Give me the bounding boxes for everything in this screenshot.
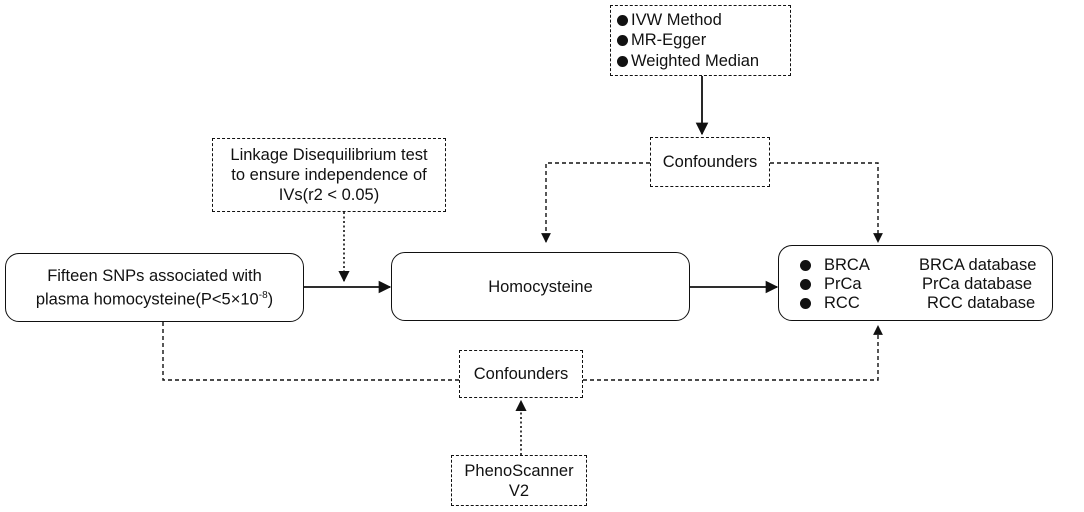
outcome-database: PrCa database bbox=[922, 275, 1033, 293]
outcome-row: PrCa PrCa database bbox=[779, 275, 1052, 295]
phenoscanner-box: PhenoScanner V2 bbox=[451, 455, 587, 506]
snps-box: Fifteen SNPs associated with plasma homo… bbox=[5, 253, 304, 322]
confounders-top-label: Confounders bbox=[662, 153, 758, 171]
method-item: MR-Egger bbox=[617, 31, 790, 52]
outcome-name: RCC bbox=[824, 294, 860, 312]
outcome-name: BRCA bbox=[824, 256, 870, 274]
bullet-icon bbox=[617, 14, 628, 26]
bullet-icon bbox=[800, 298, 811, 309]
snps-line-2-text: plasma homocysteine(P<5×10 bbox=[35, 290, 259, 309]
confounders-bottom-box: Confounders bbox=[459, 350, 583, 398]
confounders-bottom-label: Confounders bbox=[473, 365, 569, 383]
snps-line-1: Fifteen SNPs associated with bbox=[47, 266, 262, 285]
snps-line-2: plasma homocysteine(P<5×10-8) bbox=[36, 286, 273, 310]
method-label: IVW Method bbox=[631, 10, 722, 29]
method-item: IVW Method bbox=[617, 10, 790, 31]
outcome-database: BRCA database bbox=[919, 256, 1037, 274]
outcome-database: RCC database bbox=[927, 294, 1036, 312]
phenoscanner-line: PhenoScanner bbox=[464, 461, 574, 480]
method-label: Weighted Median bbox=[631, 51, 760, 70]
bullet-icon bbox=[617, 35, 628, 47]
confounders-top-box: Confounders bbox=[650, 137, 770, 187]
bullet-icon bbox=[800, 279, 811, 290]
arrow-confounders-to-homocysteine bbox=[541, 162, 650, 243]
line-snps-to-confounders bbox=[162, 322, 459, 381]
methods-box: IVW Method MR-Egger Weighted Median bbox=[610, 5, 791, 76]
ld-test-line: IVs(r2 < 0.05) bbox=[278, 186, 380, 204]
phenoscanner-line: V2 bbox=[508, 481, 530, 500]
arrow-confounders-bottom-to-outcomes bbox=[583, 325, 883, 381]
outcome-name: PrCa bbox=[824, 275, 862, 293]
outcome-row: RCC RCC database bbox=[779, 294, 1052, 314]
method-label: MR-Egger bbox=[631, 31, 707, 50]
method-item: Weighted Median bbox=[617, 51, 790, 72]
homocysteine-box: Homocysteine bbox=[391, 252, 690, 321]
outcome-row: BRCA BRCA database bbox=[779, 256, 1052, 276]
homocysteine-label: Homocysteine bbox=[488, 277, 593, 296]
bullet-icon bbox=[800, 260, 811, 271]
outcomes-box: BRCA BRCA database PrCa PrCa database RC… bbox=[778, 245, 1053, 321]
arrow-confounders-to-outcomes bbox=[770, 162, 883, 243]
ld-test-line: Linkage Disequilibrium test bbox=[230, 146, 428, 164]
snps-line-2-close: ) bbox=[267, 290, 274, 309]
ld-test-box: Linkage Disequilibrium test to ensure in… bbox=[212, 138, 446, 212]
snps-exponent: -8 bbox=[258, 289, 268, 301]
ld-test-line: to ensure independence of bbox=[231, 166, 427, 184]
bullet-icon bbox=[617, 55, 628, 67]
